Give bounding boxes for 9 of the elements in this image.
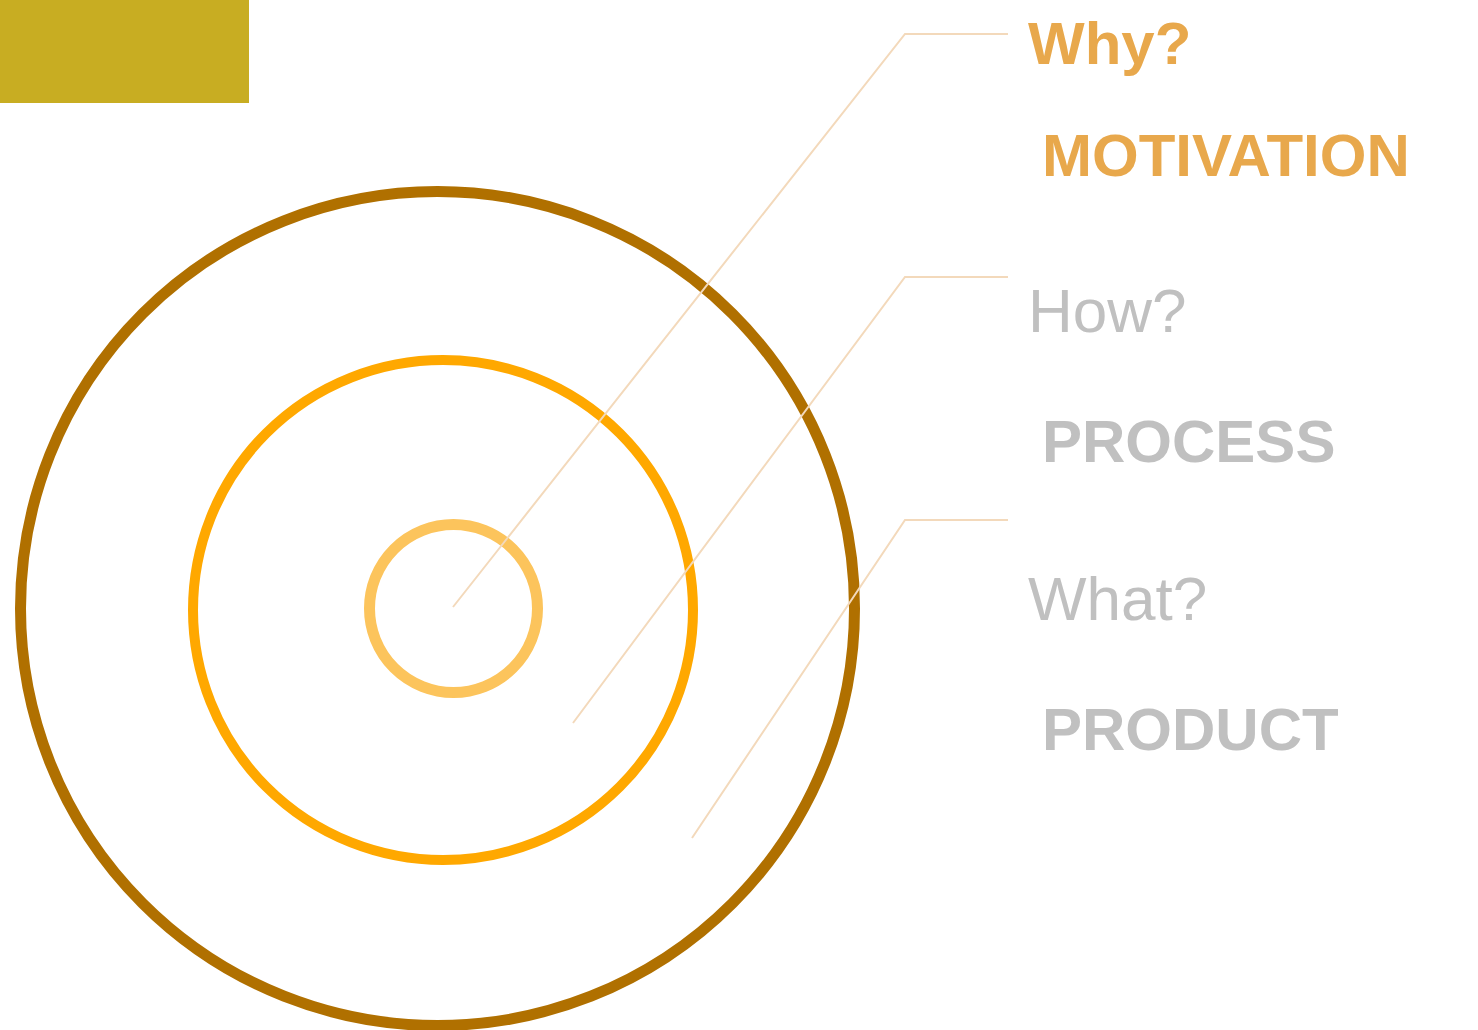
leader-line [691, 519, 1009, 839]
question-label: What? [1028, 568, 1208, 630]
category-label: PRODUCT [1042, 700, 1339, 760]
question-label: How? [1028, 280, 1187, 342]
leader-line [572, 276, 1009, 724]
leader-line [452, 33, 1009, 608]
category-label: MOTIVATION [1042, 126, 1410, 186]
question-label: Why? [1028, 14, 1192, 74]
category-label: PROCESS [1042, 412, 1336, 472]
